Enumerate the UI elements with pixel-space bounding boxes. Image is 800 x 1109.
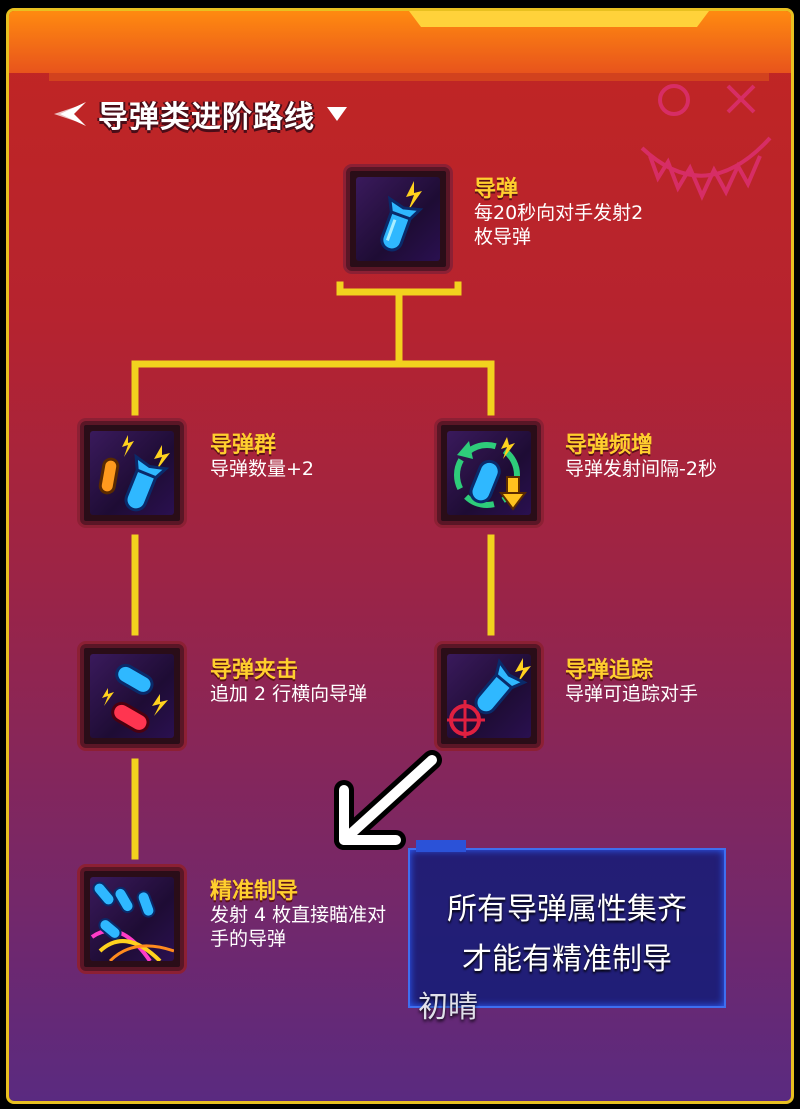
missile-swarm-icon (98, 435, 170, 512)
skill-title: 导弹夹击 (210, 658, 299, 683)
skill-icon-frame (437, 421, 541, 525)
skill-description: 导弹发射间隔-2秒 (565, 458, 717, 480)
skill-title: 精准制导 (210, 879, 299, 904)
missile-pincer-icon (102, 663, 168, 733)
skill-description: 导弹可追踪对手 (565, 683, 699, 705)
grin-face-icon (640, 84, 772, 201)
missile-icon (380, 181, 424, 252)
skill-description: 发射 4 枚直接瞄准对手的导弹 (210, 904, 387, 950)
caption-line-2: 才能有精准制导 (462, 942, 672, 977)
header-band-edge (49, 73, 769, 81)
skill-title: 导弹群 (210, 433, 277, 458)
skill-icon-frame (80, 644, 184, 748)
caption-line-1: 所有导弹属性集齐 (447, 892, 687, 927)
page-title: 导弹类进阶路线 (98, 100, 315, 135)
skill-title: 导弹追踪 (565, 658, 654, 683)
skill-title: 导弹频增 (565, 433, 654, 458)
dropdown-arrow-icon[interactable] (325, 105, 349, 123)
caption-tab (416, 840, 466, 852)
missile-tracking-icon (447, 658, 531, 738)
skill-icon-frame (80, 867, 184, 971)
caption-panel: 所有导弹属性集齐 才能有精准制导 (408, 840, 726, 1008)
skill-icon-frame (346, 167, 450, 271)
precision-guidance-icon (90, 881, 174, 961)
page-title-row: 导弹类进阶路线 (52, 92, 349, 136)
skill-description: 追加 2 行横向导弹 (210, 683, 368, 705)
frame-notch (409, 11, 709, 27)
missile-frequency-icon (454, 437, 527, 511)
skill-icon-frame (437, 644, 541, 748)
skill-icon-frame (80, 421, 184, 525)
wings-icon (54, 102, 86, 126)
arrow-down-left-icon (334, 750, 442, 850)
author-signature: 初晴 (418, 990, 478, 1025)
skill-description: 导弹数量+2 (210, 458, 315, 480)
skill-description: 每20秒向对手发射2枚导弹 (474, 202, 644, 248)
skill-title: 导弹 (474, 177, 519, 202)
